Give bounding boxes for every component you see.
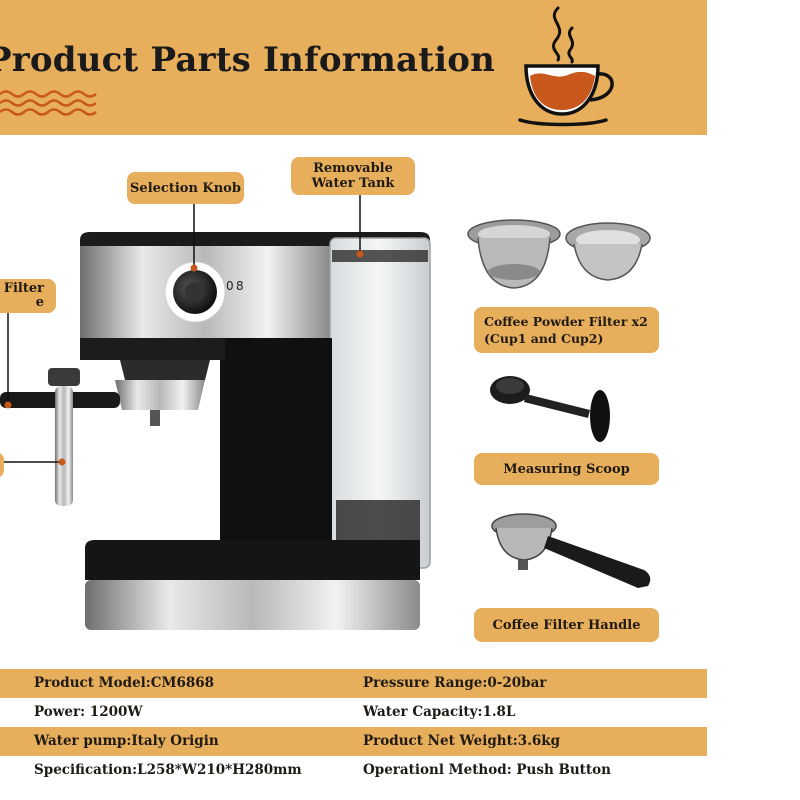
callout-measuring-scoop: Measuring Scoop <box>474 453 659 485</box>
spec-water-capacity: Water Capacity:1.8L <box>363 704 516 720</box>
spec-row: Product Model:CM6868 Pressure Range:0-20… <box>0 669 707 698</box>
espresso-machine-image: 0 8 <box>0 195 431 630</box>
spec-row: Power: 1200W Water Capacity:1.8L <box>0 698 707 727</box>
callout-left-bottom <box>0 452 4 478</box>
spec-row: Specification:L258*W210*H280mm Operation… <box>0 756 707 785</box>
spec-pressure: Pressure Range:0-20bar <box>363 675 547 691</box>
spec-water-pump: Water pump:Italy Origin <box>34 733 219 749</box>
spec-dimensions: Specification:L258*W210*H280mm <box>34 762 302 778</box>
callout-powder-filter: Coffee Powder Filter x2 (Cup1 and Cup2) <box>474 307 659 353</box>
wave-lines-icon <box>0 90 97 116</box>
spec-operation-method: Operationl Method: Push Button <box>363 762 611 778</box>
spec-power: Power: 1200W <box>34 704 143 720</box>
header-banner: Product Parts Information <box>0 0 707 135</box>
callout-filter-left: Filter e <box>0 279 56 313</box>
spec-model: Product Model:CM6868 <box>34 675 215 691</box>
measuring-scoop-image <box>490 376 610 442</box>
powder-filter-cups-image <box>467 219 651 289</box>
spec-net-weight: Product Net Weight:3.6kg <box>363 733 561 749</box>
knob-marking-symbol: 8 <box>236 279 244 293</box>
knob-marking-temp: 0 <box>226 279 234 293</box>
callout-water-tank: Removable Water Tank <box>291 157 415 195</box>
callout-filter-handle: Coffee Filter Handle <box>474 608 659 642</box>
page-title: Product Parts Information <box>0 40 496 80</box>
coffee-filter-handle-image <box>491 513 651 588</box>
coffee-cup-icon <box>518 6 614 127</box>
callout-selection-knob: Selection Knob <box>127 172 244 204</box>
spec-row: Water pump:Italy Origin Product Net Weig… <box>0 727 707 756</box>
